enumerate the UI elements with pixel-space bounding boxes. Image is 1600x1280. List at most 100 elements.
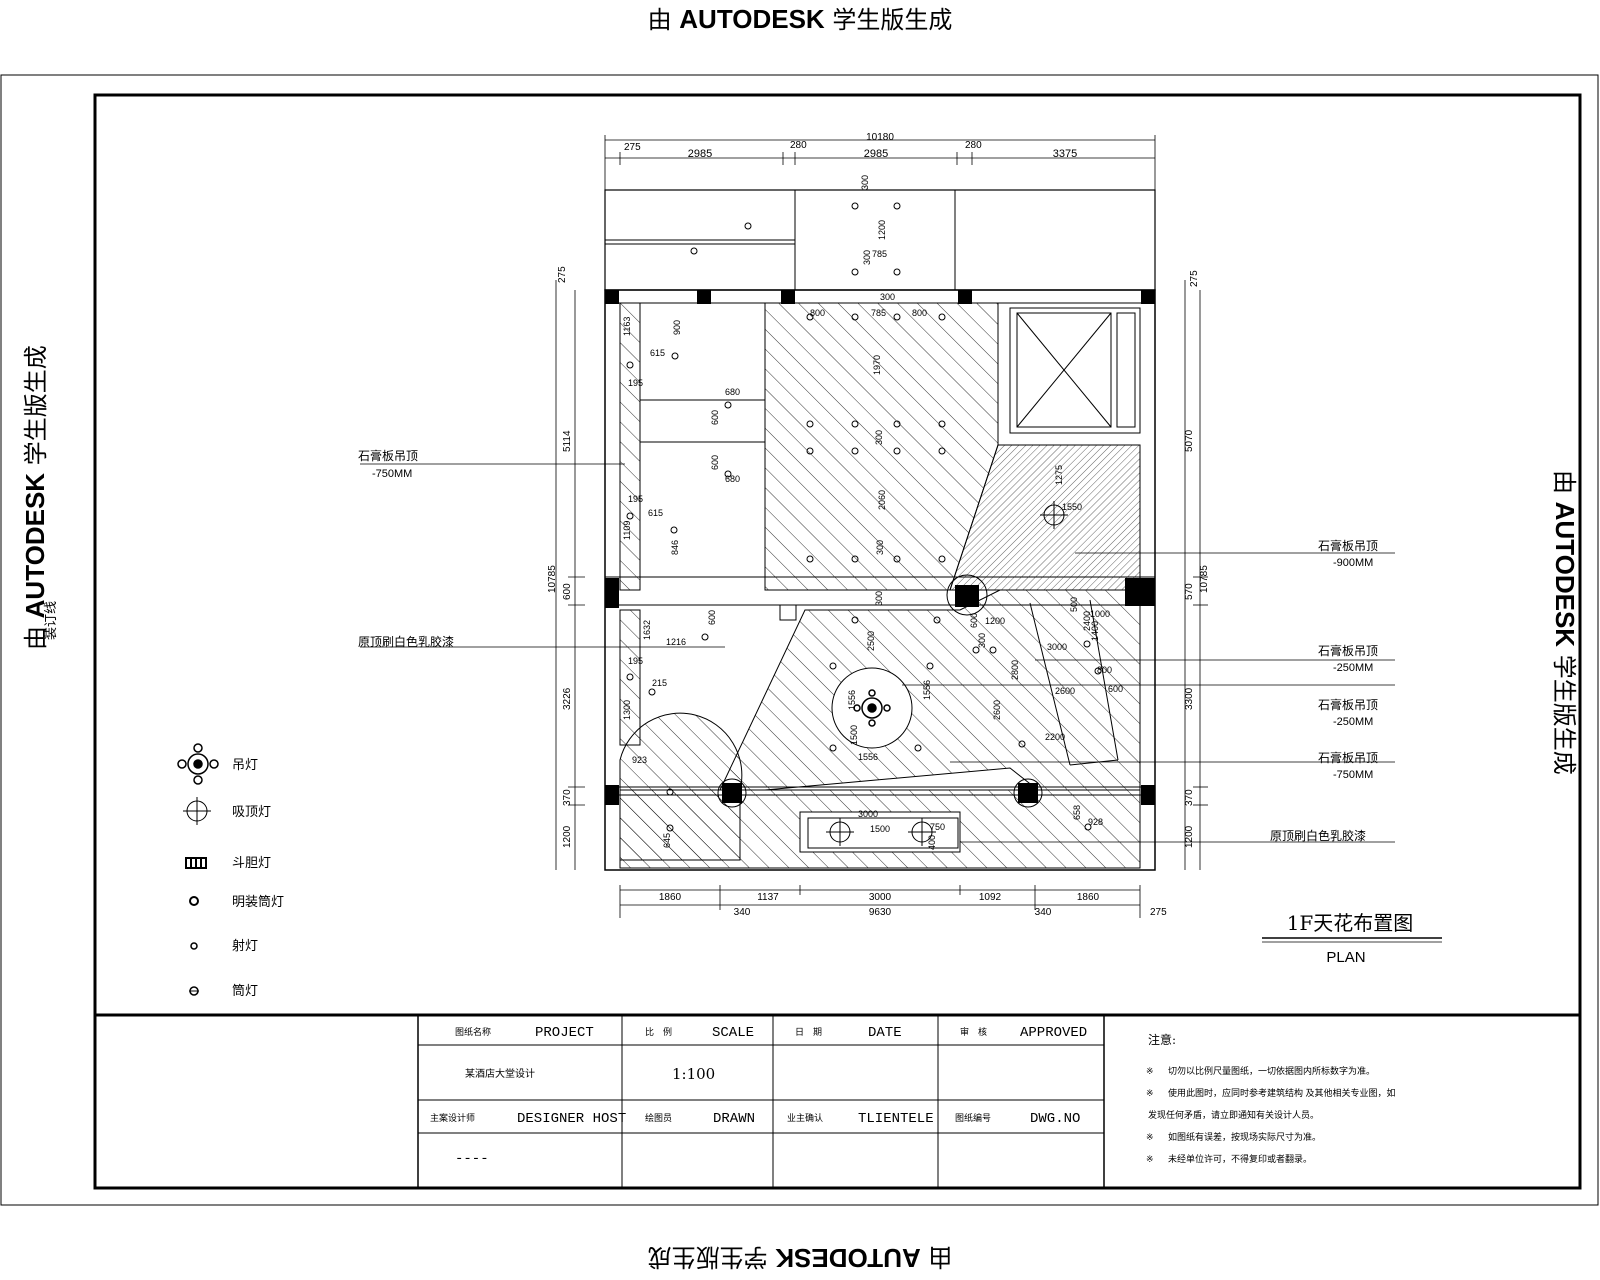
callouts: 石膏板吊顶 -750MM 原顶刷白色乳胶漆 石膏板吊顶 -900MM 石膏板吊顶…	[358, 448, 1378, 843]
dim-bottom-sub-3: 275	[1150, 907, 1167, 918]
legend-label-recessed-downlight: 明装筒灯	[232, 894, 284, 909]
dim-bottom-overall: 9630	[869, 907, 892, 918]
tb-note-mark-5: ※	[1146, 1154, 1154, 1164]
interior-dim-25: 600	[707, 610, 717, 625]
interior-dim-17: 680	[725, 387, 740, 397]
downlight-icon	[189, 986, 199, 996]
plan-title: 1F天花布置图	[1287, 911, 1414, 935]
interior-dim-56: 2600	[1055, 686, 1075, 696]
ceiling-light-markers	[826, 501, 1068, 846]
callout-6-text: 石膏板吊顶	[1318, 750, 1378, 765]
tb-client-cn: 业主确认	[787, 1112, 823, 1124]
dim-right-6: 1200	[1184, 825, 1195, 848]
tb-project-cn: 图纸名称	[455, 1026, 491, 1038]
callout-3-text: 石膏板吊顶	[1318, 538, 1378, 553]
interior-dim-7: 785	[871, 308, 886, 318]
interior-dim-31: 300	[874, 591, 884, 606]
interior-dim-5: 300	[880, 292, 895, 302]
tb-notes-title: 注意:	[1148, 1032, 1176, 1047]
plan-subtitle: PLAN	[1326, 949, 1365, 966]
tb-note-mark-2: ※	[1146, 1088, 1154, 1098]
interior-dim-41: 750	[930, 822, 945, 832]
interior-dim-37: 923	[632, 755, 647, 765]
legend-label-chandelier: 吊灯	[232, 757, 258, 772]
tb-note-mark-1: ※	[1146, 1066, 1154, 1076]
interior-dim-49: 300	[977, 633, 987, 648]
dim-left-1: 275	[557, 266, 568, 283]
floor-plan	[360, 135, 1395, 918]
chandelier-marker	[853, 689, 891, 727]
interior-dim-47: 600	[969, 613, 979, 628]
title-block	[417, 1015, 1105, 1188]
callout-6-sub: -750MM	[1333, 769, 1373, 781]
interior-dim-22: 615	[648, 508, 663, 518]
strip-light-icon	[185, 857, 207, 869]
callout-5-sub: -250MM	[1333, 716, 1373, 728]
interior-dim-28: 195	[628, 656, 643, 666]
dim-top-1: 275	[624, 142, 641, 153]
interior-dim-12: 300	[875, 540, 885, 555]
interior-dim-21: 195	[628, 494, 643, 504]
tb-approved-cn: 审 核	[960, 1026, 987, 1038]
interior-dim-3: 785	[872, 249, 887, 259]
dim-right-3: 570	[1184, 583, 1195, 600]
tb-client-en: TLIENTELE	[858, 1111, 934, 1127]
sheet-outer-border	[0, 74, 1599, 1206]
interior-dim-30: 1300	[622, 700, 632, 720]
interior-dim-32: 2500	[866, 631, 876, 651]
dim-right-5: 370	[1184, 789, 1195, 806]
interior-dim-10: 300	[874, 430, 884, 445]
dim-top-3: 280	[790, 140, 807, 151]
callout-2-text: 原顶刷白色乳胶漆	[358, 634, 454, 649]
interior-dim-15: 195	[628, 378, 643, 388]
interior-dim-19: 600	[710, 455, 720, 470]
callout-4-text: 石膏板吊顶	[1318, 643, 1378, 658]
chandelier-icon	[177, 743, 219, 785]
dim-bottom-2: 1137	[757, 892, 779, 903]
legend-label-ceiling-light: 吸顶灯	[232, 804, 271, 819]
ceiling-light-icon	[183, 797, 211, 825]
legend-label-spot-light: 射灯	[232, 938, 258, 953]
dim-left-3: 600	[562, 583, 573, 600]
interior-dim-38: 645	[662, 833, 672, 848]
tb-designer-en: DESIGNER HOST	[517, 1111, 626, 1127]
callout-7-text: 原顶刷白色乳胶漆	[1270, 828, 1366, 843]
interior-dim-43: 658	[1072, 805, 1082, 820]
interior-dim-35: 1500	[849, 725, 859, 745]
interior-dim-36: 1556	[858, 752, 878, 762]
title-block-text: 图纸名称 PROJECT 比 例 SCALE 日 期 DATE 审 核 APPR…	[430, 1025, 1396, 1167]
tb-drawn-en: DRAWN	[713, 1111, 755, 1127]
callout-1-sub: -750MM	[372, 468, 412, 480]
tb-dwg-en: DWG.NO	[1030, 1111, 1080, 1127]
interior-dim-20: 680	[725, 474, 740, 484]
dim-right-2: 5070	[1184, 429, 1195, 452]
interior-dim-26: 1216	[666, 637, 686, 647]
interior-dim-23: 846	[670, 540, 680, 555]
interior-dim-58: 2200	[1045, 732, 1065, 742]
spot-light-icon	[190, 942, 198, 950]
interior-dim-54: 2400	[1082, 611, 1092, 631]
dim-left-4: 3226	[562, 687, 573, 710]
dim-bottom-4: 1092	[979, 892, 1002, 903]
tb-date-cn: 日 期	[795, 1027, 822, 1038]
tb-note-1: 切勿以比例尺量图纸，一切依据图内所标数字为准。	[1168, 1065, 1375, 1076]
interior-dim-60: 2600	[992, 700, 1002, 720]
interior-dim-16: 1163	[622, 317, 632, 336]
callout-4-sub: -250MM	[1333, 662, 1373, 674]
dim-bottom-3: 3000	[869, 892, 892, 903]
interior-dim-50: 500	[1069, 597, 1079, 612]
dim-top-2: 2985	[688, 148, 712, 160]
interior-dim-53: 2800	[1010, 660, 1020, 680]
dim-top-5: 280	[965, 140, 982, 151]
legend-label-downlight: 筒灯	[232, 983, 258, 998]
dim-bottom-1: 1860	[659, 892, 682, 903]
interior-dim-57: 600	[1108, 684, 1123, 694]
interior-dim-9: 1970	[872, 355, 882, 375]
dim-bottom-sub-2: 340	[1035, 907, 1052, 918]
dim-top-4: 2985	[864, 148, 888, 160]
tb-date-en: DATE	[868, 1025, 902, 1041]
interior-dim-6: 800	[810, 308, 825, 318]
dim-right-4: 3300	[1184, 687, 1195, 710]
tb-dwg-cn: 图纸编号	[955, 1112, 991, 1124]
tb-project-en: PROJECT	[535, 1025, 594, 1041]
